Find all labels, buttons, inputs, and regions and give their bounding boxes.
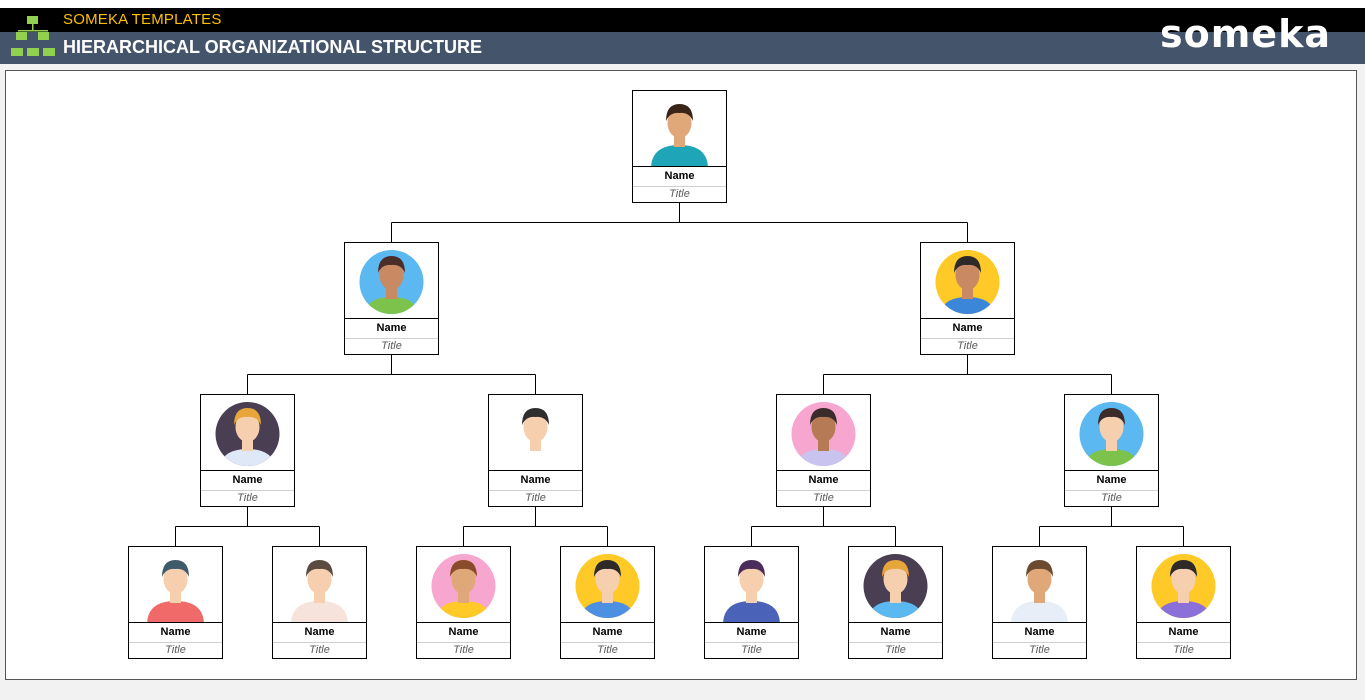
avatar-icon [1079, 402, 1144, 466]
node-name: Name [1065, 470, 1158, 491]
avatar-icon [1151, 554, 1216, 618]
node-title: Title [1173, 644, 1194, 656]
avatar-icon [935, 250, 1000, 314]
node-name: Name [993, 622, 1086, 643]
node-title: Title [1029, 644, 1050, 656]
avatar-icon [863, 554, 928, 618]
avatar-icon [147, 560, 204, 622]
avatar-icon [215, 402, 280, 466]
someka-logo[interactable]: someka [1159, 12, 1331, 56]
avatar-icon [431, 554, 496, 618]
avatar-icon [723, 560, 780, 622]
node-title: Title [741, 644, 762, 656]
node-title: Title [525, 492, 546, 504]
node-title: Title [453, 644, 474, 656]
node-name: Name [777, 470, 870, 491]
node-name: Name [921, 318, 1014, 339]
node-title: Title [669, 188, 690, 200]
avatar-icon [575, 554, 640, 618]
node-name: Name [489, 470, 582, 491]
brand-templates-label: SOMEKA TEMPLATES [63, 11, 222, 28]
node-title: Title [165, 644, 186, 656]
node-title: Title [885, 644, 906, 656]
node-title: Title [237, 492, 258, 504]
node-name: Name [705, 622, 798, 643]
node-title: Title [813, 492, 834, 504]
node-name: Name [201, 470, 294, 491]
node-title: Title [309, 644, 330, 656]
node-name: Name [1137, 622, 1230, 643]
app-header: SOMEKA TEMPLATES HIERARCHICAL ORGANIZATI… [0, 8, 1365, 64]
avatar-icon [291, 560, 348, 622]
node-title: Title [597, 644, 618, 656]
page-title: HIERARCHICAL ORGANIZATIONAL STRUCTURE [63, 37, 482, 57]
node-title: Title [381, 340, 402, 352]
avatar-icon [507, 408, 564, 470]
node-name: Name [633, 166, 726, 187]
node-name: Name [849, 622, 942, 643]
node-name: Name [129, 622, 222, 643]
avatar-icon [1011, 560, 1068, 622]
node-name: Name [273, 622, 366, 643]
node-name: Name [561, 622, 654, 643]
node-name: Name [417, 622, 510, 643]
org-chart-icon [11, 16, 55, 56]
top-band [0, 0, 1365, 8]
avatar-icon [791, 402, 856, 466]
header-black-bar [0, 8, 1365, 32]
node-title: Title [1101, 492, 1122, 504]
avatar-icon [359, 250, 424, 314]
avatar-icon [651, 104, 708, 166]
node-name: Name [345, 318, 438, 339]
node-title: Title [957, 340, 978, 352]
